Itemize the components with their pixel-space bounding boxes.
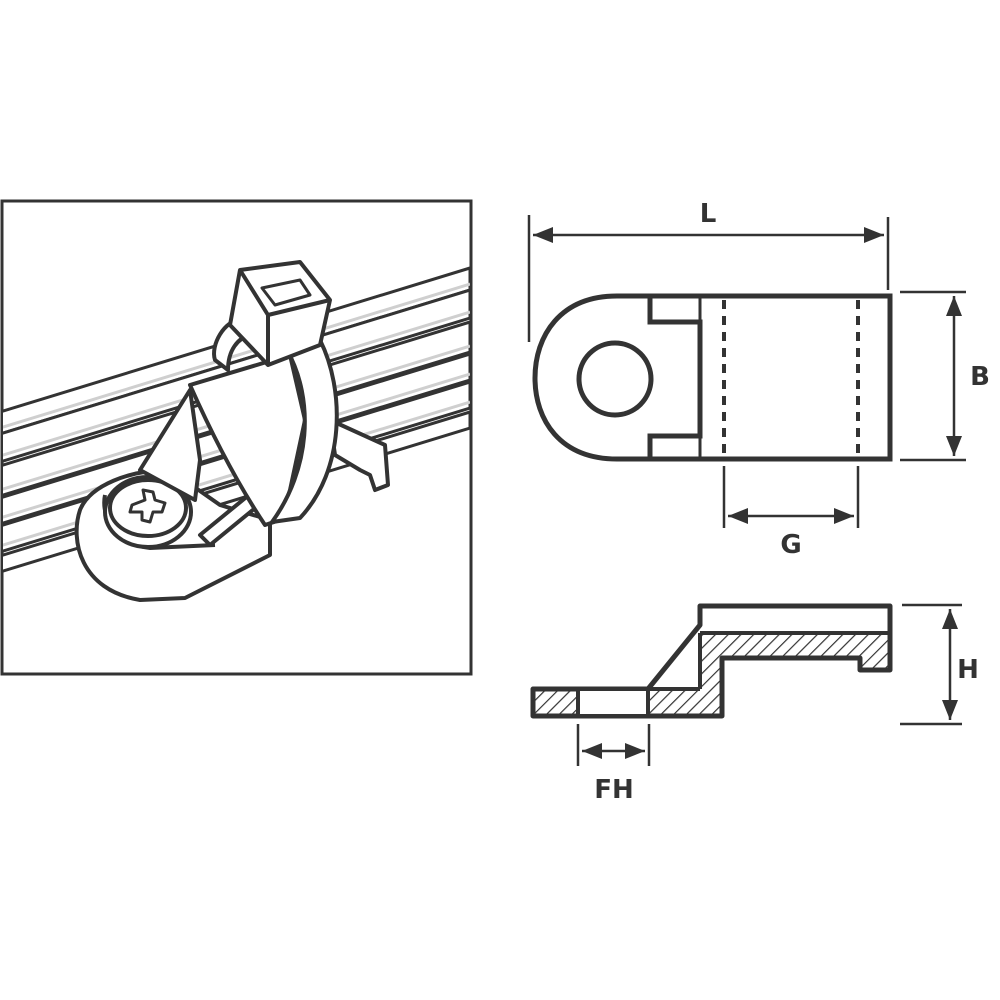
label-B: B [970, 362, 990, 392]
label-L: L [700, 199, 717, 229]
screw-hole [576, 340, 654, 418]
side-section-panel [530, 603, 962, 766]
label-H: H [957, 655, 979, 685]
label-G: G [780, 530, 801, 560]
label-FH: FH [594, 775, 634, 805]
cable-tie [212, 260, 339, 524]
perspective-panel [0, 199, 473, 676]
mount-base [74, 353, 390, 602]
top-view-panel [527, 215, 966, 528]
mount-outline [532, 293, 893, 462]
screw-hole-section [580, 691, 646, 714]
